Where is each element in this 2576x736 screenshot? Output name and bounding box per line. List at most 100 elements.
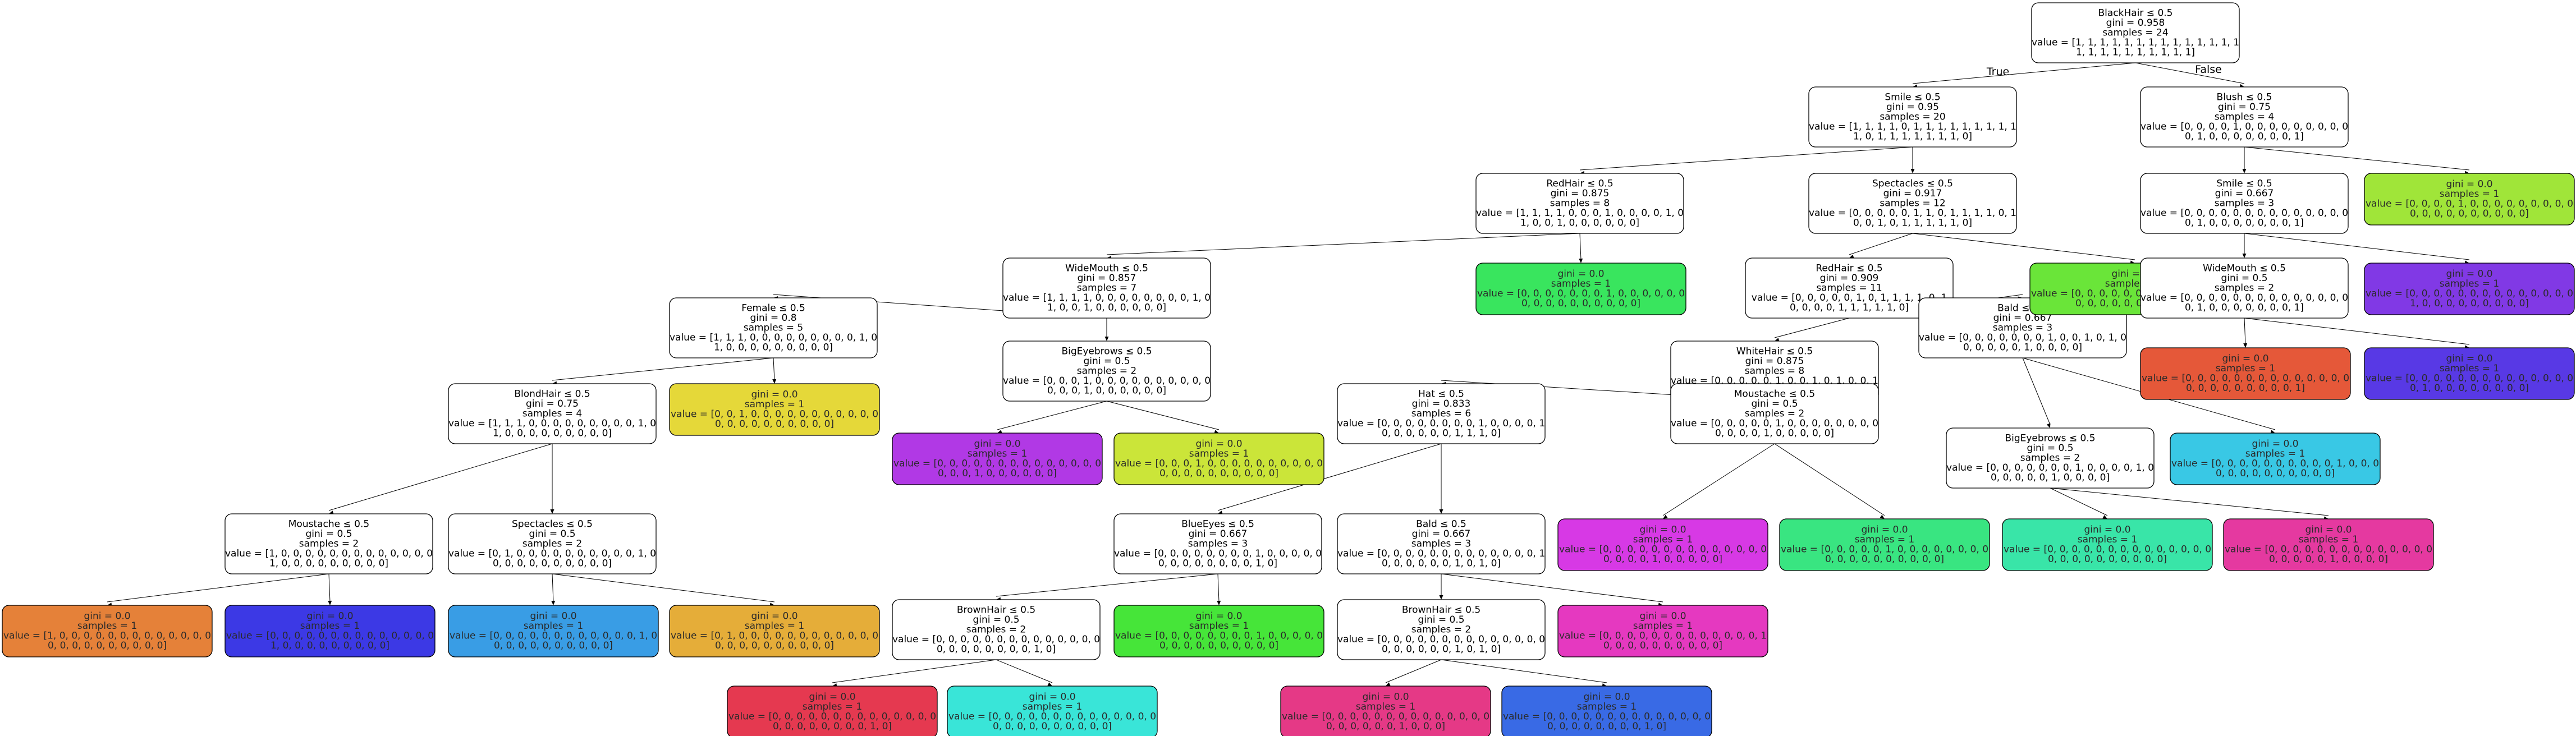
node-text-line: value = [0, 0, 0, 0, 0, 0, 0, 0, 0, 0, 0… (1559, 631, 1767, 642)
node-split-condition: Blush ≤ 0.5 (2217, 91, 2272, 103)
split-node-box (1337, 599, 1546, 660)
node-text-line: 0, 0, 0, 0, 0, 0, 1, 1, 1, 0] (1382, 427, 1501, 439)
edge-arrowhead (329, 510, 334, 514)
node-text-line: samples = 1 (803, 701, 863, 712)
node-text-line: samples = 1 (77, 620, 137, 632)
split-node-box (1946, 427, 2155, 489)
node-text-line: 0, 0, 0, 0, 0, 0, 0, 0, 0, 0] (1603, 640, 1722, 651)
node-text-line: gini = 0.5 (1083, 356, 1130, 367)
leaf-node-box (669, 605, 880, 657)
leaf-node-box (892, 433, 1103, 485)
node-text-line: 1, 0, 0, 0, 0, 0, 0, 0, 0, 0] (269, 558, 388, 569)
tree-edge (2050, 487, 2329, 516)
true-edge-label: True (1986, 66, 2009, 78)
node-text-line: 0, 0, 0, 0, 0, 0, 0, 0, 1, 0] (1547, 721, 1666, 732)
node-text-line: value = [0, 0, 0, 1, 0, 0, 0, 0, 0, 0, 0… (1115, 458, 1323, 470)
node-text-line: 0, 0, 0, 0, 1, 0, 0, 0, 0, 0] (1715, 427, 1834, 439)
node-text-line: gini = 0.0 (306, 611, 353, 622)
node-text-line: gini = 0.0 (1639, 525, 1686, 536)
node-split-condition: Moustache ≤ 0.5 (1734, 388, 1815, 399)
node-text-line: samples = 1 (2299, 534, 2359, 545)
leaf-node-box (2364, 263, 2575, 315)
tree-edge (552, 573, 775, 602)
tree-edge (1849, 233, 1913, 255)
node-text-line: gini = 0.0 (1195, 611, 1242, 622)
node-text-line: 0, 0, 0, 0, 0, 0, 1, 0, 1, 0] (1382, 558, 1501, 569)
node-text-line: value = [1, 1, 1, 1, 0, 0, 0, 0, 0, 0, 0… (1003, 292, 1211, 303)
node-text-line: 0, 0, 0, 0, 0, 1, 0, 0, 0, 0] (1963, 342, 2082, 353)
leaf-node-box (1113, 605, 1324, 657)
node-text-line: gini = 0.0 (1195, 439, 1242, 450)
edge-arrowhead (328, 600, 332, 605)
node-text-line: value = [0, 0, 1, 0, 0, 0, 0, 0, 0, 0, 0… (671, 409, 878, 420)
tree-edge (2244, 318, 2246, 345)
split-node-box (1002, 341, 1211, 402)
node-text-line: 0, 0, 0, 0, 0, 0, 1, 0, 0, 0] (1326, 721, 1445, 732)
edge-arrowhead (550, 509, 554, 514)
node-text-line: 0, 0, 0, 0, 0, 0, 0, 0, 1, 0] (773, 721, 892, 732)
node-text-line: gini = 0.0 (1861, 525, 1908, 536)
tree-edge (2244, 318, 2470, 345)
node-text-line: samples = 1 (745, 620, 805, 632)
split-node-box (2140, 86, 2349, 148)
node-text-line: 0, 0, 0, 0, 0, 0, 0, 0, 0, 0] (48, 640, 167, 651)
node-text-line: samples = 24 (2102, 27, 2168, 38)
node-text-line: samples = 1 (2440, 363, 2500, 374)
node-text-line: gini = 0.0 (2252, 439, 2298, 450)
tree-edge (328, 443, 553, 511)
node-text-line: samples = 1 (1356, 701, 1416, 712)
leaf-node-box (1501, 686, 1712, 736)
tree-edge (1217, 573, 1220, 602)
node-split-condition: Smile ≤ 0.5 (1885, 91, 1940, 103)
node-text-line: samples = 1 (968, 448, 1028, 459)
node-text-line: gini = 0.857 (1078, 273, 1136, 284)
node-text-line: samples = 1 (2440, 278, 2500, 289)
node-text-line: value = [1, 1, 1, 0, 0, 0, 0, 0, 0, 0, 0… (448, 418, 656, 429)
leaf-node-box (947, 686, 1158, 736)
node-text-line: 1, 0, 0, 0, 0, 0, 0, 0, 0, 0] (2410, 298, 2529, 309)
split-node-box (1808, 86, 2017, 148)
edge-arrowhead (551, 600, 556, 605)
node-text-line: gini = 0.5 (529, 528, 575, 540)
node-text-line: samples = 2 (299, 538, 359, 549)
node-text-line: samples = 1 (300, 620, 360, 632)
node-text-line: value = [0, 0, 0, 0, 0, 0, 0, 0, 0, 0, 0… (2225, 544, 2432, 555)
node-text-line: gini = 0.5 (2027, 443, 2073, 454)
node-text-line: 0, 0, 0, 0, 0, 0, 0, 0, 0, 0] (2410, 208, 2529, 219)
split-node-box (2140, 257, 2349, 319)
node-text-line: samples = 1 (2078, 534, 2138, 545)
node-text-line: 1, 0, 1, 1, 1, 1, 1, 1, 1, 0] (1853, 131, 1972, 142)
node-text-line: value = [0, 0, 0, 0, 0, 0, 0, 0, 1, 0, 0… (1114, 548, 1322, 559)
node-text-line: value = [0, 1, 0, 0, 0, 0, 0, 0, 0, 0, 0… (448, 548, 656, 559)
node-split-condition: BrownHair ≤ 0.5 (1402, 604, 1480, 615)
node-text-line: value = [0, 0, 0, 0, 0, 0, 0, 0, 0, 0, 0… (728, 711, 936, 723)
tree-edge (2244, 233, 2470, 260)
split-node-box (448, 383, 657, 444)
node-text-line: 0, 0, 0, 0, 0, 0, 0, 0, 1, 0] (937, 643, 1056, 655)
tree-edge (996, 659, 1053, 683)
node-text-line: gini = 0.0 (2446, 179, 2492, 190)
tree-edge (773, 357, 775, 381)
leaf-node-box (2170, 433, 2381, 485)
node-text-line: gini = 0.5 (1418, 614, 1464, 625)
node-split-condition: BlondHair ≤ 0.5 (514, 388, 590, 399)
node-split-condition: RedHair ≤ 0.5 (1546, 178, 1613, 189)
tree-edge (997, 401, 1107, 430)
split-node-box (1337, 383, 1546, 444)
node-text-line: 0, 0, 0, 0, 0, 1, 0, 0, 0, 0] (1991, 472, 2110, 483)
node-text-line: 0, 0, 0, 0, 0, 0, 0, 0, 0, 0] (2048, 554, 2167, 565)
tree-edge (1441, 659, 1607, 683)
node-text-line: gini = 0.0 (974, 439, 1020, 450)
